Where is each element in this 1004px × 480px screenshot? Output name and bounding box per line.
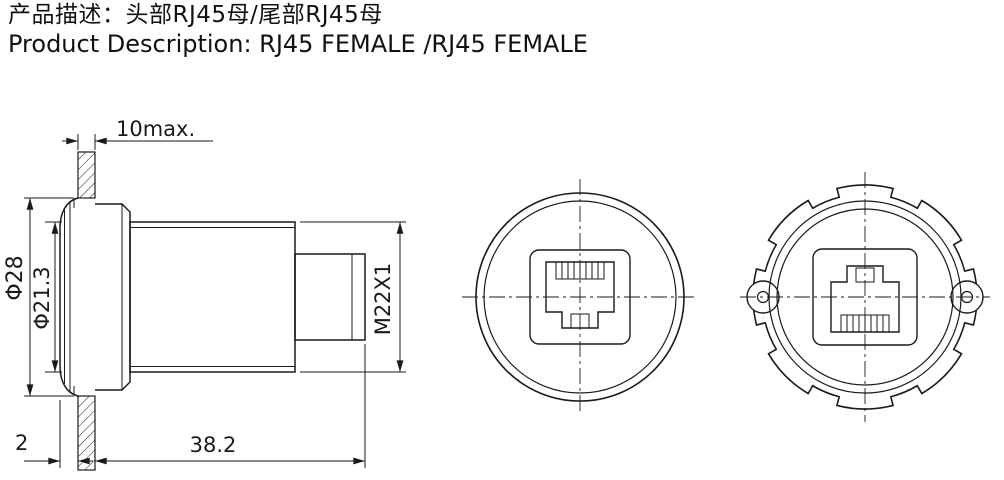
dim-flange-diameter: Φ28: [3, 197, 74, 397]
dim-thread-spec: M22X1: [300, 221, 406, 373]
dim-panel-thickness: 10max.: [62, 117, 213, 150]
product-description-zh: 产品描述：头部RJ45母/尾部RJ45母: [8, 2, 383, 28]
threaded-body: [129, 221, 296, 373]
dim-body-diameter: Φ21.3: [30, 221, 62, 373]
side-view: [59, 151, 366, 471]
dim-label-flange-lip: 2: [15, 431, 28, 455]
dim-label-flange-diameter: Φ28: [3, 255, 28, 300]
dim-label-body-diameter: Φ21.3: [30, 266, 54, 329]
side-view-dimensions: 10max. Φ28 Φ21.3 M22X1: [3, 117, 406, 468]
product-description-en: Product Description: RJ45 FEMALE /RJ45 F…: [8, 30, 588, 59]
centerlines: [462, 172, 990, 422]
dim-flange-lip: 2: [15, 431, 93, 465]
dim-label-body-length: 38.2: [190, 433, 237, 457]
dim-label-panel-thickness: 10max.: [116, 117, 195, 141]
hex-nut: [95, 203, 131, 391]
drawing-header: 产品描述：头部RJ45母/尾部RJ45母 Product Description…: [8, 2, 588, 59]
dim-label-thread-spec: M22X1: [371, 263, 395, 336]
mounting-panel: [77, 151, 96, 471]
rj45-pin-comb-front: [555, 261, 605, 280]
connector-head: [59, 197, 79, 397]
rear-port-block: [294, 253, 366, 341]
dim-body-length: 38.2: [59, 344, 366, 468]
